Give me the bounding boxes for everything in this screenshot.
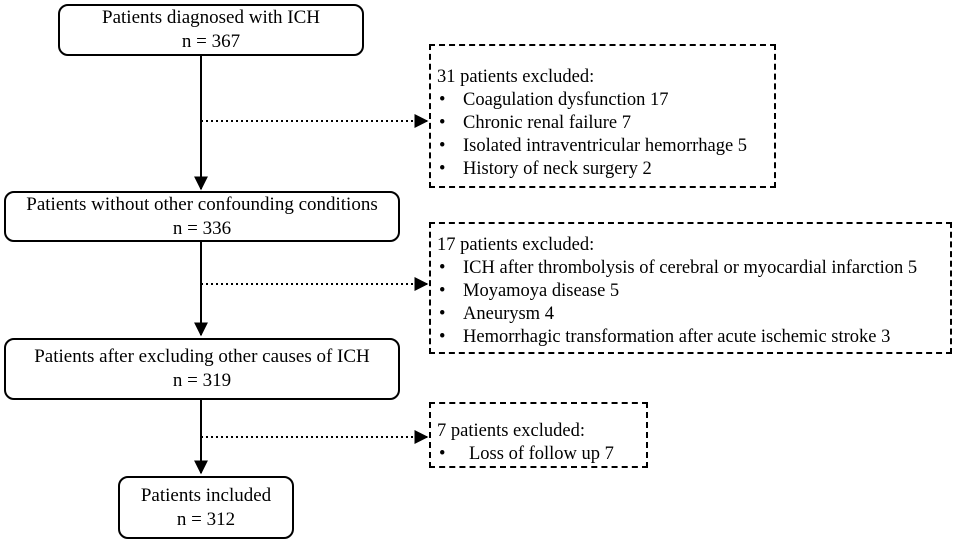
exclusion-list: •Coagulation dysfunction 17 •Chronic ren…	[437, 89, 766, 181]
exclusion-item: •Loss of follow up 7	[439, 444, 614, 464]
exclusion-box-2: 17 patients excluded: •ICH after thrombo…	[429, 222, 952, 354]
exclusion-header: 7 patients excluded:	[437, 421, 585, 441]
exclusion-item: •Isolated intraventricular hemorrhage 5	[439, 136, 748, 156]
step-count: n = 319	[172, 370, 232, 391]
exclusion-header: 31 patients excluded:	[437, 67, 595, 87]
exclusion-item: •Coagulation dysfunction 17	[439, 90, 669, 110]
bullet-icon: •	[439, 159, 446, 179]
step-box-without-confounding: Patients without other confounding condi…	[4, 191, 400, 242]
step-title: Patients after excluding other causes of…	[34, 346, 370, 367]
step-count: n = 336	[172, 217, 232, 239]
exclusion-box-3: 7 patients excluded: •Loss of follow up …	[429, 402, 648, 468]
exclusion-item: •Moyamoya disease 5	[439, 281, 620, 301]
step-count: n = 367	[181, 31, 241, 52]
exclusion-item: •Hemorrhagic transformation after acute …	[439, 327, 891, 347]
exclusion-list: •ICH after thrombolysis of cerebral or m…	[437, 257, 942, 349]
bullet-icon: •	[439, 281, 446, 301]
bullet-icon: •	[439, 113, 446, 133]
step-title: Patients without other confounding condi…	[26, 193, 378, 215]
step-box-included: Patients included n = 312	[118, 476, 294, 539]
bullet-icon: •	[439, 444, 446, 464]
bullet-icon: •	[439, 304, 446, 324]
bullet-icon: •	[439, 90, 446, 110]
step-count: n = 312	[176, 508, 236, 530]
bullet-icon: •	[439, 136, 446, 156]
step-title: Patients diagnosed with ICH	[102, 7, 320, 28]
step-box-diagnosed: Patients diagnosed with ICH n = 367	[58, 4, 364, 56]
exclusion-item: •Aneurysm 4	[439, 304, 554, 324]
exclusion-item: •Chronic renal failure 7	[439, 113, 631, 133]
exclusion-header: 17 patients excluded:	[437, 235, 595, 255]
step-title: Patients included	[140, 484, 272, 506]
exclusion-list: •Loss of follow up 7	[437, 443, 638, 466]
step-box-excluding-causes: Patients after excluding other causes of…	[4, 338, 400, 400]
bullet-icon: •	[439, 327, 446, 347]
exclusion-item: •History of neck surgery 2	[439, 159, 652, 179]
exclusion-item: •ICH after thrombolysis of cerebral or m…	[439, 258, 918, 278]
bullet-icon: •	[439, 258, 446, 278]
exclusion-box-1: 31 patients excluded: •Coagulation dysfu…	[429, 44, 776, 188]
